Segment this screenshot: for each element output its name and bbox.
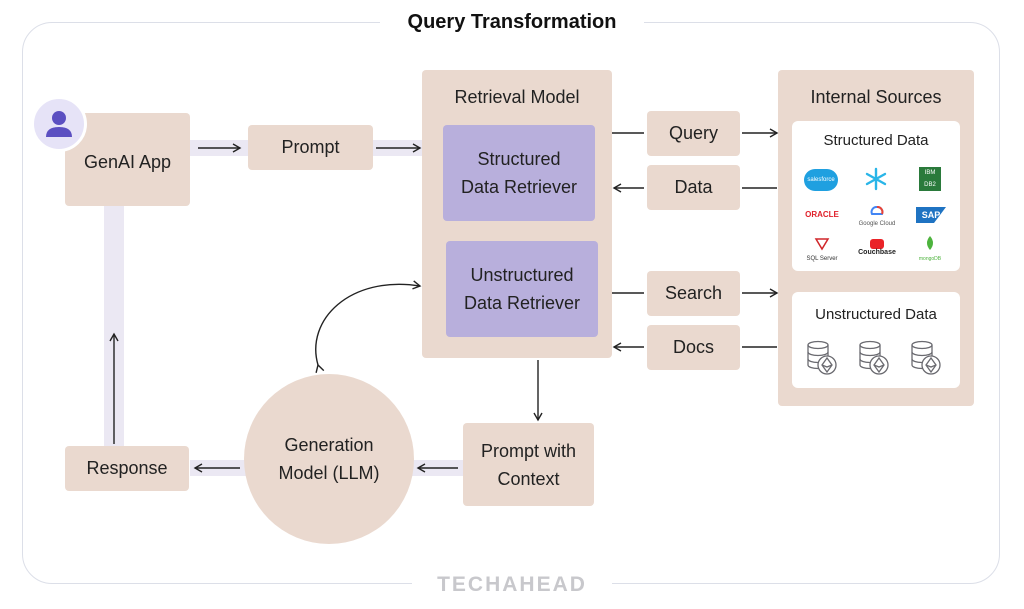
prompt-context-line1: Prompt with [480,440,577,461]
user-avatar-icon [31,96,87,152]
genai-app-label: GenAI App [83,152,172,172]
generation-line2: Model (LLM) [278,463,380,483]
structured-retriever-line2: Data Retriever [460,177,578,197]
search-box: Search [647,271,740,316]
internal-sources-label: Internal Sources [810,87,942,107]
unstructured-retriever-line2: Data Retriever [463,293,581,313]
mongodb-logo: mongoDB [912,235,948,263]
salesforce-logo: salesforce [804,169,838,191]
ibm-db2-logo: IBM DB2 [919,167,941,191]
oracle-logo: ORACLE [805,210,839,219]
unstructured-data-card: Unstructured Data [792,292,960,388]
database-ethereum-icon [807,340,837,375]
unstructured-retriever-line1: Unstructured [470,265,574,285]
response-label: Response [86,458,168,478]
retrieval-model-label: Retrieval Model [454,87,580,107]
sql-server-logo: SQL Server [802,237,842,263]
snowflake-logo [864,167,888,191]
generation-line1: Generation [284,435,374,455]
couchbase-logo: Couchbase [852,239,902,265]
search-label: Search [664,283,723,303]
structured-data-retriever: Structured Data Retriever [443,125,595,221]
database-ethereum-icons [807,340,941,375]
mongodb-text: mongoDB [918,256,942,262]
database-ethereum-icon [911,340,941,375]
google-cloud-logo: Google Cloud [852,203,902,227]
footer-brand: TECHAHEAD [412,570,612,600]
database-ethereum-icon [859,340,889,375]
prompt-box: Prompt [248,125,373,170]
sql-server-text: SQL Server [806,256,838,262]
query-box: Query [647,111,740,156]
structured-retriever-line1: Structured [477,149,561,169]
docs-box: Docs [647,325,740,370]
data-box: Data [647,165,740,210]
arrow-llm-retriever-loop [315,280,422,373]
couchbase-text: Couchbase [858,249,896,256]
google-cloud-text: Google Cloud [858,221,896,227]
prompt-context-line2: Context [497,468,560,489]
response-box: Response [65,446,189,491]
docs-label: Docs [672,337,714,357]
unstructured-data-title: Unstructured Data [815,306,937,323]
query-label: Query [668,123,719,143]
prompt-with-context-box: Prompt with Context [463,423,594,506]
structured-data-title: Structured Data [823,132,929,149]
diagram-title: Query Transformation [380,7,644,37]
prompt-label: Prompt [281,137,340,157]
structured-data-card: Structured Data salesforce IBM DB2 ORACL… [792,121,960,271]
unstructured-data-retriever: Unstructured Data Retriever [446,241,598,337]
data-label: Data [674,177,713,197]
generation-model-circle: Generation Model (LLM) [244,374,414,544]
